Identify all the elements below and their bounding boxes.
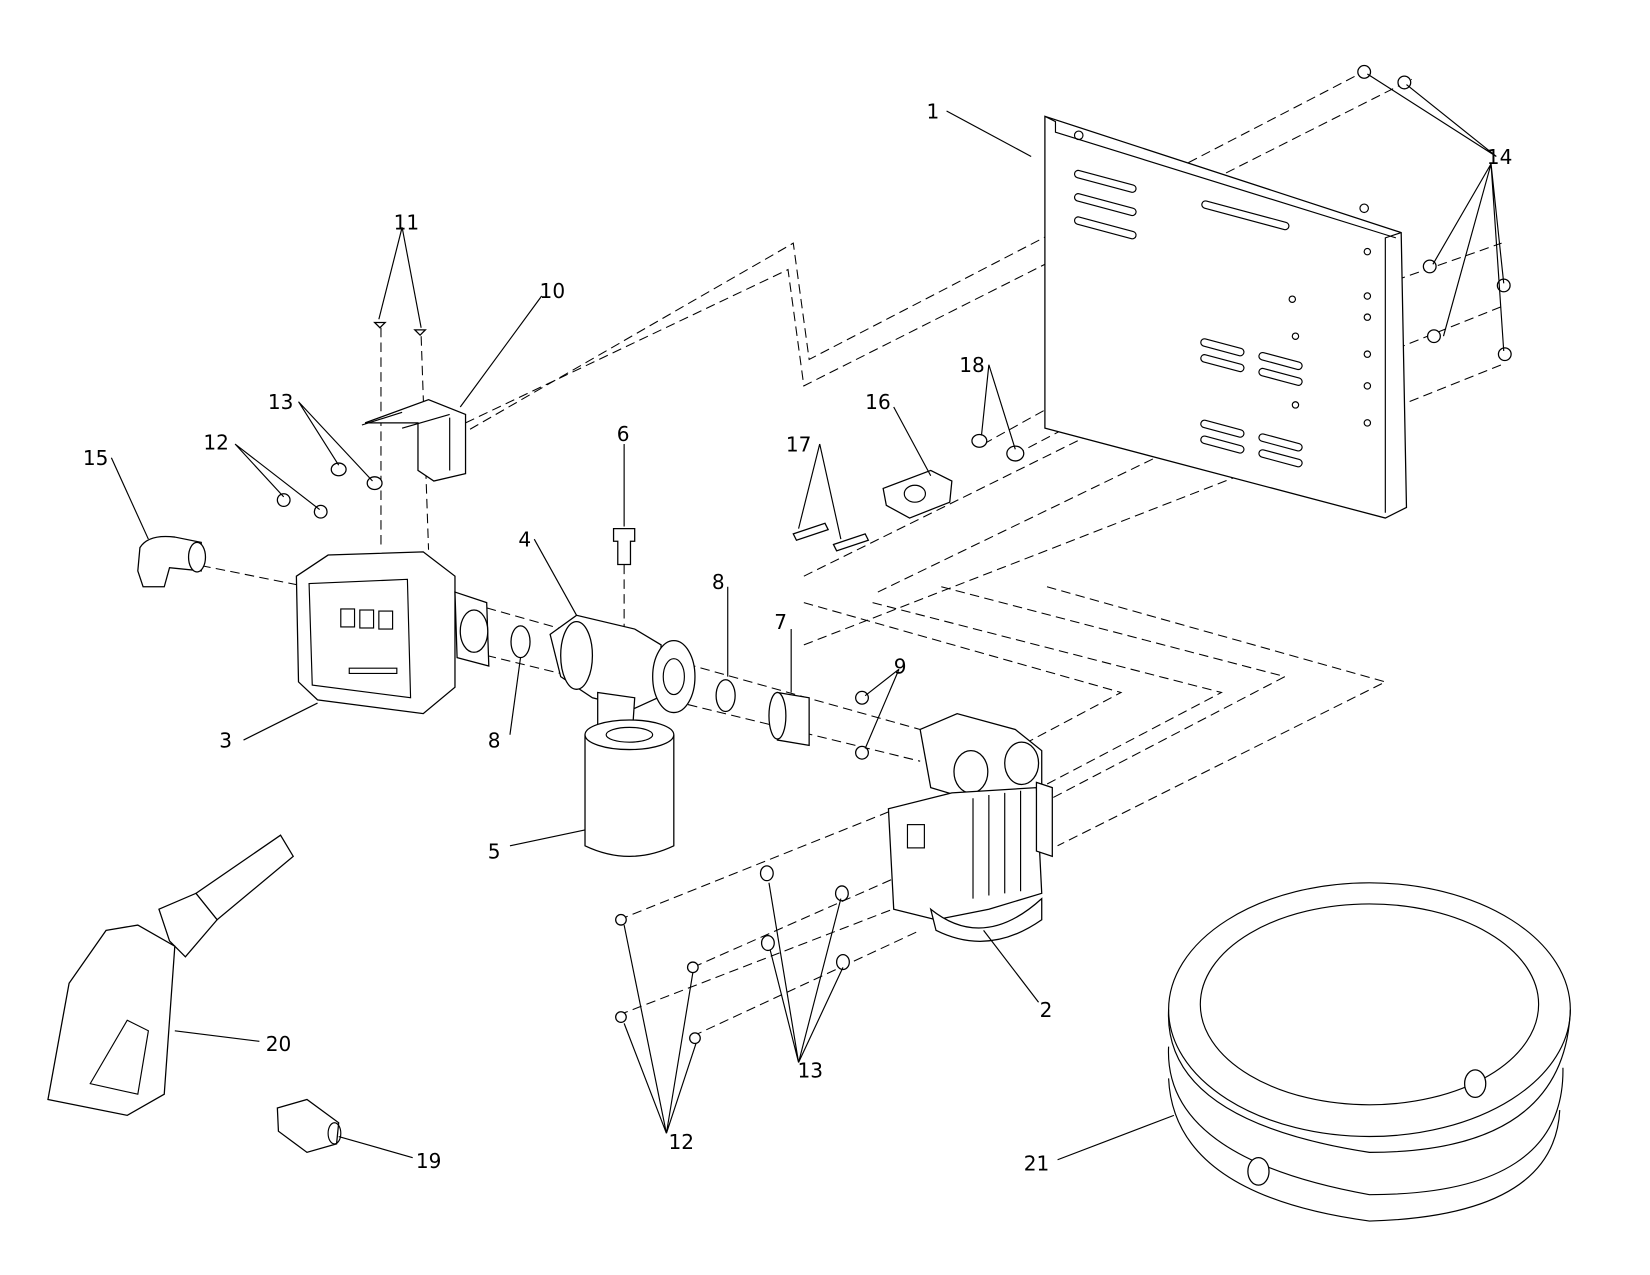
o-ring-right [715, 679, 736, 713]
callout-7: 7 [774, 610, 787, 634]
callout-1: 1 [926, 99, 939, 123]
fuel-nozzle [47, 834, 295, 1117]
spacers-18 [971, 433, 1025, 462]
sleeve [768, 691, 810, 747]
callout-labels: 1 14 11 10 13 12 15 6 18 16 17 4 8 7 9 3… [83, 99, 1513, 1175]
callout-11: 11 [394, 210, 420, 234]
o-ring-left [510, 625, 531, 659]
callout-18: 18 [959, 353, 985, 377]
callout-6: 6 [617, 422, 630, 446]
bracket-screws [373, 321, 427, 337]
callout-20: 20 [266, 1032, 292, 1056]
callout-12-lower: 12 [669, 1130, 695, 1154]
callout-3: 3 [219, 728, 232, 752]
screws-lower [615, 913, 701, 1045]
callout-5: 5 [488, 839, 501, 863]
callout-19: 19 [416, 1149, 442, 1173]
filter-cartridge [584, 719, 675, 857]
washers-lower [759, 865, 850, 971]
callout-12-upper: 12 [203, 430, 229, 454]
leader-lines [110, 73, 1505, 1161]
callout-21: 21 [1024, 1151, 1050, 1175]
callout-14: 14 [1487, 145, 1513, 169]
callout-15: 15 [83, 446, 109, 470]
flange-16 [882, 469, 953, 519]
callout-2: 2 [1040, 998, 1053, 1022]
elbow-fitting [137, 535, 207, 588]
callout-9: 9 [894, 654, 907, 678]
callout-17: 17 [786, 432, 812, 456]
bracket [361, 398, 467, 482]
callout-8-right: 8 [712, 570, 725, 594]
swivel-adapter [276, 1098, 342, 1154]
callout-13-lower: 13 [798, 1058, 824, 1082]
nuts [1357, 64, 1512, 362]
mounting-plate [1044, 115, 1408, 519]
bolts-17 [792, 522, 870, 552]
callout-16: 16 [865, 390, 891, 414]
filter-head [549, 614, 696, 731]
callout-8-left: 8 [488, 728, 501, 752]
bolts [855, 690, 869, 760]
screws-upper [276, 493, 328, 519]
callout-4: 4 [518, 528, 531, 552]
callout-10: 10 [540, 279, 566, 303]
hose-coil [1168, 882, 1571, 1222]
callout-13-upper: 13 [268, 390, 294, 414]
washers-upper [330, 462, 383, 491]
pump-motor [887, 712, 1053, 942]
nipple-fitting [612, 527, 636, 566]
flow-meter [295, 551, 490, 715]
